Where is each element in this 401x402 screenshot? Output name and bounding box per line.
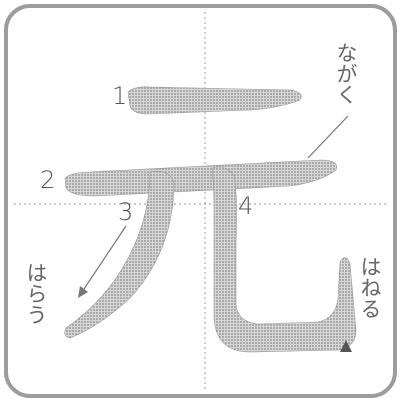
annotation-haneru: はねる (358, 256, 382, 319)
stroke-number-2: 2 (40, 166, 55, 194)
nagaku-leader-line (307, 115, 349, 159)
stroke-1 (127, 86, 302, 115)
harau-leader-line (81, 225, 127, 293)
stroke-number-1: 1 (112, 82, 127, 110)
annotation-harau: はらう (24, 262, 48, 325)
stroke-number-3: 3 (118, 198, 133, 226)
stroke-4 (211, 166, 357, 353)
stroke-number-4: 4 (238, 192, 253, 220)
stroke-3 (64, 170, 175, 339)
stroke-2 (64, 159, 337, 197)
outer-frame (4, 4, 397, 398)
harau-arrow-icon (78, 286, 88, 298)
annotation-nagaku: ながく (334, 42, 358, 105)
haneru-triangle-icon (340, 340, 352, 352)
